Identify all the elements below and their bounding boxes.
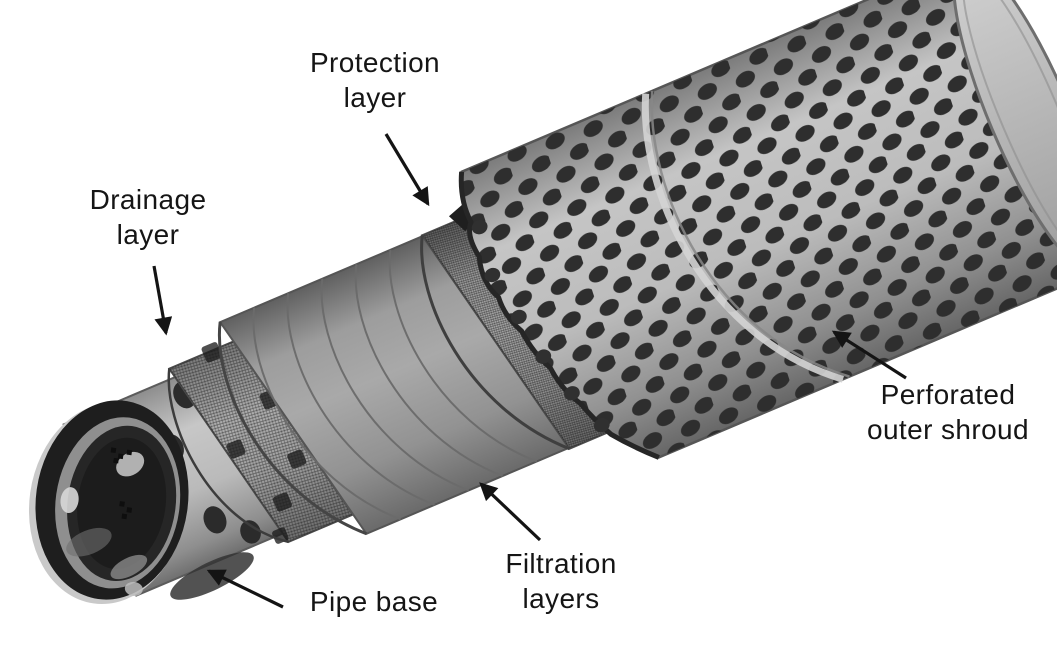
label-text: layer xyxy=(116,219,180,250)
label-text: Filtration xyxy=(505,548,617,579)
arrow-protection-layer xyxy=(384,133,430,207)
label-filtration-layers: Filtration layers xyxy=(505,546,616,616)
callout-arrows xyxy=(152,133,907,609)
label-text: outer shroud xyxy=(866,414,1030,445)
label-text: layer xyxy=(343,82,407,113)
shroud-edge-half-holes xyxy=(471,220,610,433)
drainage-holes-showing-through xyxy=(201,342,307,544)
weld-seam xyxy=(641,90,850,383)
label-text: Perforated xyxy=(880,379,1016,410)
mesh-glint xyxy=(110,447,133,520)
wrap-seam-lines xyxy=(252,249,538,521)
arrow-filtration-layers xyxy=(479,482,542,542)
label-text: Protection xyxy=(309,47,441,78)
arrow-perforated-outer-shroud xyxy=(831,330,907,380)
outer-shroud-section xyxy=(443,0,1057,493)
screen-body xyxy=(62,0,1057,597)
label-perforated-outer-shroud: Perforated outer shroud xyxy=(867,377,1029,447)
drainage-layer-section xyxy=(167,340,355,544)
arrow-drainage-layer xyxy=(152,265,173,336)
label-text: Pipe base xyxy=(309,586,439,617)
label-protection-layer: Protection layer xyxy=(310,45,440,115)
shroud-end-cap xyxy=(952,0,1057,275)
label-drainage-layer: Drainage layer xyxy=(90,182,207,252)
label-text: Drainage xyxy=(89,184,207,215)
label-pipe-base: Pipe base xyxy=(310,584,438,619)
label-text: layers xyxy=(522,583,600,614)
pipe-end-face xyxy=(28,400,189,605)
arrow-pipe-base xyxy=(206,569,284,609)
